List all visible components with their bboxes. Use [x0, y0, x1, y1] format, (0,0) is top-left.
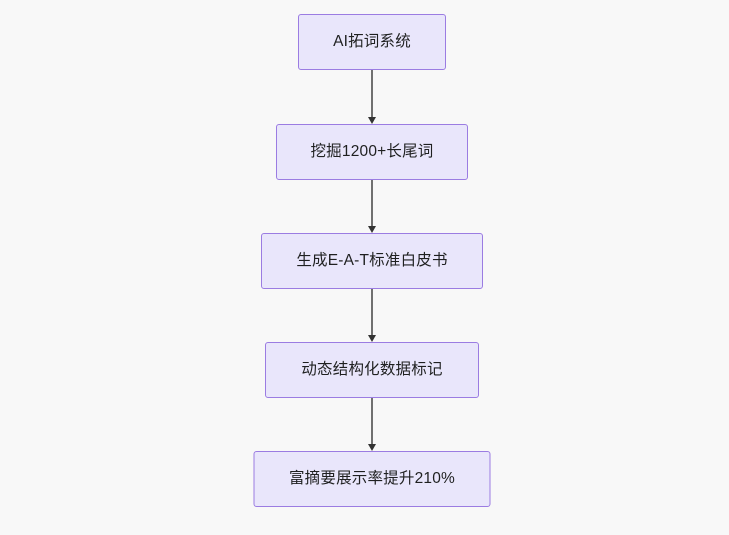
flow-edge-n1-n2 [365, 70, 379, 124]
arrowhead-down-icon [368, 226, 376, 233]
edge-line [371, 180, 373, 226]
edge-line [371, 70, 373, 117]
flow-node-label: 生成E-A-T标准白皮书 [296, 252, 448, 270]
flow-edge-n4-n5 [365, 398, 379, 451]
flow-node-label: 挖掘1200+长尾词 [310, 143, 434, 161]
flow-node-label: AI拓词系统 [333, 33, 411, 51]
flow-edge-n3-n4 [365, 289, 379, 342]
arrowhead-down-icon [368, 335, 376, 342]
flow-edge-n2-n3 [365, 180, 379, 233]
arrowhead-down-icon [368, 444, 376, 451]
flow-node-n3[interactable]: 生成E-A-T标准白皮书 [261, 233, 483, 289]
flow-node-n2[interactable]: 挖掘1200+长尾词 [276, 124, 468, 180]
edge-line [371, 398, 373, 444]
edge-line [371, 289, 373, 335]
flow-node-n5[interactable]: 富摘要展示率提升210% [253, 451, 491, 507]
arrowhead-down-icon [368, 117, 376, 124]
flow-node-label: 富摘要展示率提升210% [288, 470, 456, 488]
flow-node-label: 动态结构化数据标记 [301, 361, 443, 379]
flow-node-n4[interactable]: 动态结构化数据标记 [265, 342, 479, 398]
flow-node-n1[interactable]: AI拓词系统 [298, 14, 446, 70]
